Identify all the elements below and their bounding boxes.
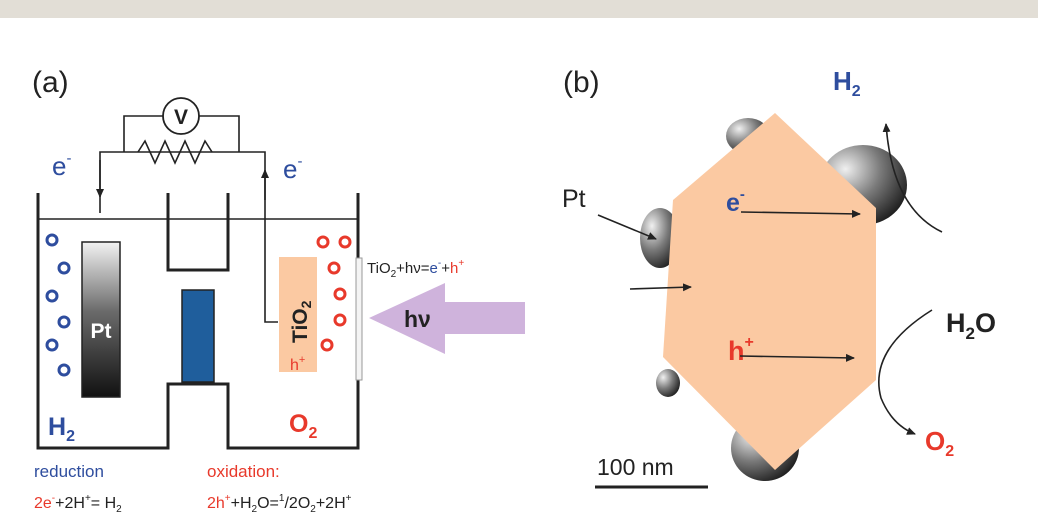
panel-b: (b) H2 Pt e- h+	[562, 66, 996, 489]
panel-a: (a) V e- e- Pt	[32, 66, 525, 515]
pt-particle	[656, 369, 680, 397]
top-band	[0, 0, 1038, 18]
water-label: H2O	[946, 308, 996, 343]
resistor-icon	[137, 139, 213, 165]
tio2-electrode	[279, 257, 317, 372]
electron-transfer-arrow	[740, 209, 861, 218]
optical-window	[355, 257, 363, 381]
o2-label-a: O2	[289, 410, 317, 442]
voltmeter-symbol: V	[174, 106, 188, 129]
hole-transfer-arrow	[739, 353, 855, 362]
water-oxidation-arrow	[878, 309, 933, 435]
electron-label-left: e-	[52, 150, 71, 181]
oxidation-equation: 2h++H2O=1/2O2+2H+	[207, 493, 352, 515]
incident-arrow	[629, 283, 692, 292]
pt-electrode-label: Pt	[91, 320, 112, 343]
external-circuit	[96, 115, 278, 323]
reduction-label: reduction	[34, 462, 104, 481]
tio2-crystal	[663, 113, 876, 470]
h2-label-a: H2	[48, 413, 75, 445]
pt-label-b: Pt	[562, 185, 586, 213]
hole-label-b: h+	[728, 334, 754, 366]
tio2-label: TiO2	[289, 300, 314, 343]
light-label: hν	[404, 306, 431, 332]
membrane	[181, 289, 215, 383]
h2-release-arrow	[882, 123, 943, 233]
oxidation-label: oxidation:	[207, 462, 280, 481]
voltmeter: V	[162, 97, 200, 135]
electron-label-b: e-	[726, 186, 745, 217]
pt-electrode	[81, 241, 121, 398]
panel-a-label: (a)	[32, 66, 69, 99]
photo-reaction: TiO2+hν=e-+h+	[367, 258, 464, 280]
h2-label-b: H2	[833, 66, 861, 100]
reduction-equation: 2e-+2H+= H2	[34, 493, 122, 515]
o2-label-b: O2	[925, 426, 954, 460]
oxygen-bubbles	[316, 235, 352, 352]
electron-label-right: e-	[283, 153, 302, 184]
hydrogen-bubbles	[45, 233, 71, 377]
hole-label-a: h+	[290, 354, 305, 374]
h-cell	[36, 193, 360, 450]
scale-bar-label: 100 nm	[597, 454, 674, 480]
light-arrow-icon	[369, 283, 525, 354]
pt-pointer-arrow	[597, 214, 657, 240]
panel-b-label: (b)	[563, 66, 600, 99]
